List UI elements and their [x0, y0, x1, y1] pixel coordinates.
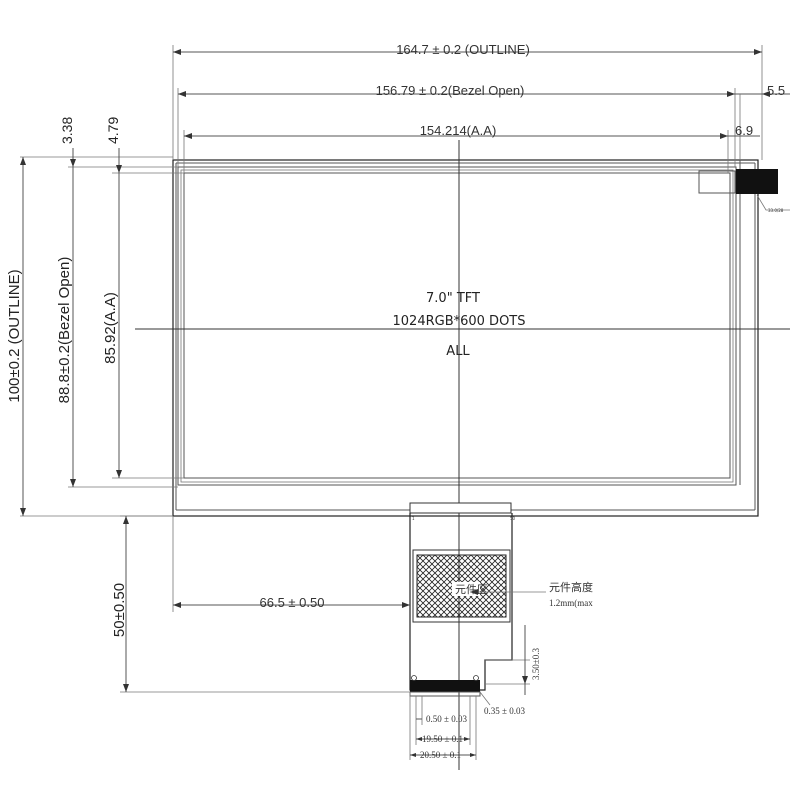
- fpc-dimensions: 50±0.50 66.5 ± 0.50 3.50±0.3 0.35 ± 0.03…: [111, 515, 541, 760]
- panel-type-label: ALL: [446, 344, 470, 359]
- panel-size-label: 7.0" TFT: [426, 291, 480, 306]
- fpc-step-label: 3.50±0.3: [531, 648, 541, 680]
- pin-span-label: 19.50 ± 0.1: [422, 734, 463, 744]
- component-area-text: 元件区: [455, 583, 488, 596]
- fpc-stiffener: [410, 680, 480, 692]
- pin-thickness-label: 0.35 ± 0.03: [484, 706, 525, 716]
- top-3-38-label: 3.38: [59, 117, 75, 144]
- connector-black-block: [736, 169, 778, 194]
- fpc-outline: [409, 513, 513, 691]
- component-note-title: 元件高度: [549, 580, 593, 594]
- right-6-9-label: 6.9: [735, 123, 753, 138]
- outline-height-label: 100±0.2 (OUTLINE): [6, 269, 23, 402]
- module-outline: [172, 159, 759, 517]
- connector-outline: [698, 170, 736, 194]
- aa-height-label: 85.92(A.A): [102, 292, 119, 364]
- module-body: [172, 159, 759, 517]
- bezel-open: [177, 166, 737, 486]
- active-area: [183, 172, 731, 479]
- top-right-connector: 33.0/28: [698, 169, 790, 213]
- fpc-pin-1-label: 1: [412, 516, 415, 521]
- aa-width-label: 154.214(A.A): [420, 123, 497, 138]
- fpc-hole-left: [411, 675, 417, 681]
- connector-tiny-label: 33.0/28: [768, 208, 784, 213]
- fpc-pin-last-label: 50: [510, 516, 516, 521]
- bezel-inner-1: [180, 169, 734, 483]
- right-5-5-label: 5.5: [767, 83, 785, 98]
- top-dimensions: 164.7 ± 0.2 (OUTLINE) 156.79 ± 0.2(Bezel…: [172, 42, 790, 173]
- bezel-width-label: 156.79 ± 0.2(Bezel Open): [376, 83, 525, 98]
- connector-leader: [756, 194, 790, 211]
- panel-text: 7.0" TFT 1024RGB*600 DOTS ALL: [393, 291, 526, 359]
- fpc-hole-right: [473, 675, 479, 681]
- fpc-top-tab: [409, 502, 512, 514]
- outline-width-label: 164.7 ± 0.2 (OUTLINE): [396, 42, 530, 57]
- fpc-offset-label: 66.5 ± 0.50: [260, 595, 325, 610]
- fpc-length-label: 50±0.50: [111, 583, 128, 637]
- center-lines: [135, 140, 790, 770]
- fpc-tail-width-label: 20.50 ± 0.1: [420, 750, 461, 760]
- top-4-79-label: 4.79: [105, 117, 121, 144]
- left-dimensions: 3.38 4.79 100±0.2 (OUTLINE) 88.8±0.2(Bez…: [6, 117, 184, 517]
- fpc-tail: [409, 691, 481, 697]
- component-area-outer: [412, 549, 511, 623]
- pin-pitch-label: 0.50 ± 0.03: [426, 714, 467, 724]
- fpc-cable: 1 50 元件区 元件高度 1.2mm(max: [409, 502, 593, 697]
- panel-resolution-label: 1024RGB*600 DOTS: [393, 314, 526, 329]
- bezel-height-label: 88.8±0.2(Bezel Open): [56, 257, 73, 404]
- component-note-value: 1.2mm(max: [549, 598, 593, 608]
